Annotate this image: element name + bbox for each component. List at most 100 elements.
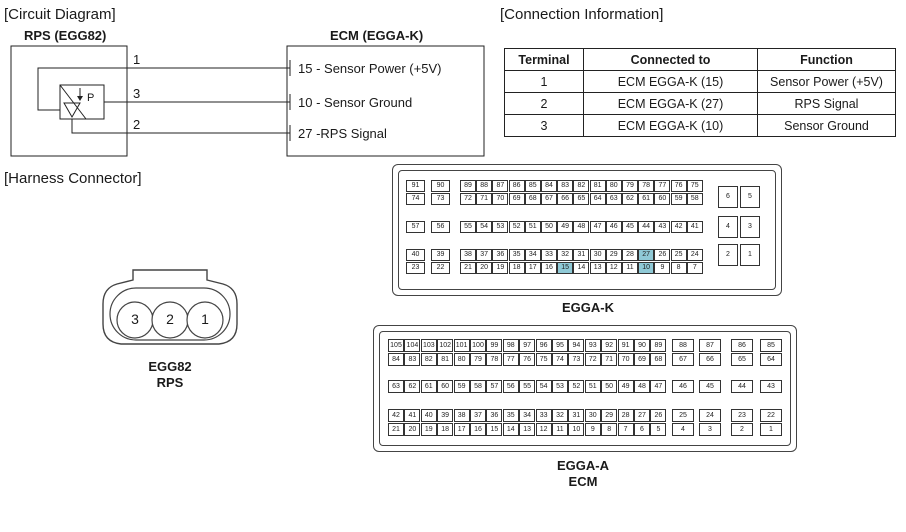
pin-cell: 84 bbox=[541, 180, 557, 192]
pin-cell: 62 bbox=[404, 380, 421, 393]
table-cell: ECM EGGA-K (15) bbox=[583, 70, 758, 93]
pin-cell: 14 bbox=[573, 262, 590, 274]
pin-cell: 68 bbox=[650, 353, 667, 366]
pin-cell: 19 bbox=[492, 262, 509, 274]
pin-cell: 9 bbox=[584, 423, 601, 436]
table-cell: Sensor Power (+5V) bbox=[757, 70, 896, 93]
table-row: 3 ECM EGGA-K (10) Sensor Ground bbox=[504, 114, 896, 137]
pin-cell: 79 bbox=[622, 180, 638, 192]
pin-cell: 51 bbox=[524, 221, 541, 233]
pin-cell: 58 bbox=[470, 380, 486, 393]
pin-cell: 87 bbox=[699, 339, 721, 352]
sensor-box bbox=[10, 45, 128, 157]
pin-cell: 17 bbox=[453, 423, 470, 436]
pin-cell: 77 bbox=[502, 353, 519, 366]
pin-cell: 10 bbox=[568, 423, 585, 436]
pin-cell: 68 bbox=[524, 193, 541, 205]
pin-cell: 27 bbox=[634, 409, 650, 422]
sensor-triangle bbox=[63, 102, 81, 119]
circuit-diagram-heading: [Circuit Diagram] bbox=[4, 6, 116, 23]
pin-cell: 3 bbox=[699, 423, 721, 436]
pin-cell: 34 bbox=[524, 249, 541, 261]
table-cell: ECM EGGA-K (27) bbox=[583, 92, 758, 115]
pin-cell: 21 bbox=[388, 423, 404, 436]
pin-cell: 6 bbox=[634, 423, 650, 436]
pin-cell: 26 bbox=[650, 409, 667, 422]
pin-cell: 63 bbox=[605, 193, 622, 205]
pin-cell: 20 bbox=[476, 262, 493, 274]
pin-cell: 72 bbox=[460, 193, 476, 205]
pin-cell: 73 bbox=[431, 193, 450, 205]
pin-cell: 64 bbox=[760, 353, 782, 366]
pin-cell: 32 bbox=[557, 249, 574, 261]
pin-cell: 24 bbox=[686, 249, 703, 261]
pin-cell: 19 bbox=[420, 423, 437, 436]
connection-table: Terminal Connected to Function 1 ECM EGG… bbox=[504, 48, 896, 137]
pin-cell: 26 bbox=[654, 249, 671, 261]
pin-cell: 57 bbox=[406, 221, 425, 233]
pin-cell: 59 bbox=[670, 193, 687, 205]
pin-cell: 74 bbox=[406, 193, 425, 205]
pin-cell: 15 bbox=[557, 262, 574, 274]
pin-cell: 63 bbox=[388, 380, 404, 393]
pin-cell: 90 bbox=[634, 339, 650, 352]
pin-cell: 22 bbox=[760, 409, 782, 422]
pin-cell: 39 bbox=[431, 249, 450, 261]
pin-cell: 12 bbox=[535, 423, 552, 436]
pin-cell: 89 bbox=[460, 180, 476, 192]
pin-cell: 5 bbox=[740, 186, 760, 208]
pin-cell: 15 bbox=[486, 423, 503, 436]
pin-cell: 3 bbox=[740, 216, 760, 238]
pin-cell: 32 bbox=[552, 409, 568, 422]
pin-cell: 43 bbox=[760, 380, 782, 393]
rps-connector-label: EGG82 bbox=[148, 359, 192, 374]
pin-cell: 42 bbox=[388, 409, 404, 422]
pin-cell: 48 bbox=[634, 380, 650, 393]
pin-cell: 59 bbox=[453, 380, 470, 393]
pin-cell: 14 bbox=[502, 423, 519, 436]
pin-cell: 100 bbox=[470, 339, 486, 352]
pin-cell: 47 bbox=[589, 221, 606, 233]
pin-cell: 62 bbox=[622, 193, 638, 205]
pin-cell: 49 bbox=[557, 221, 574, 233]
pin-cell: 66 bbox=[557, 193, 574, 205]
pin-cell: 40 bbox=[420, 409, 437, 422]
pin-cell: 88 bbox=[672, 339, 694, 352]
table-row: 2 ECM EGGA-K (27) RPS Signal bbox=[504, 92, 896, 115]
pin-cell: 44 bbox=[731, 380, 753, 393]
pin-cell: 87 bbox=[492, 180, 509, 192]
pin-cell: 91 bbox=[617, 339, 634, 352]
pin-cell: 57 bbox=[486, 380, 503, 393]
rps-connector bbox=[102, 269, 238, 345]
table-row: 1 ECM EGGA-K (15) Sensor Power (+5V) bbox=[504, 70, 896, 93]
pin-cell: 17 bbox=[524, 262, 541, 274]
sensor-pin-2: 2 bbox=[133, 117, 141, 132]
pin-cell: 30 bbox=[584, 409, 601, 422]
pin-cell: 56 bbox=[431, 221, 450, 233]
table-cell: 2 bbox=[504, 92, 584, 115]
pin-cell: 28 bbox=[622, 249, 638, 261]
pin-cell: 94 bbox=[568, 339, 585, 352]
pin-cell: 34 bbox=[519, 409, 536, 422]
table-header: Connected to bbox=[583, 48, 758, 71]
harness-connector-heading: [Harness Connector] bbox=[4, 170, 142, 187]
pin-cell: 81 bbox=[437, 353, 454, 366]
table-header: Function bbox=[757, 48, 896, 71]
pin-cell: 43 bbox=[654, 221, 671, 233]
table-header: Terminal bbox=[504, 48, 584, 71]
pin-cell: 37 bbox=[470, 409, 486, 422]
pin-cell: 103 bbox=[420, 339, 437, 352]
pin-cell: 76 bbox=[519, 353, 536, 366]
pin-cell: 1 bbox=[760, 423, 782, 436]
pin-cell: 52 bbox=[508, 221, 525, 233]
pin-cell: 78 bbox=[638, 180, 655, 192]
pin-cell: 16 bbox=[541, 262, 557, 274]
pin-cell: 21 bbox=[460, 262, 476, 274]
pin-cell: 33 bbox=[541, 249, 557, 261]
pin-cell: 83 bbox=[557, 180, 574, 192]
rps-pin-2: 2 bbox=[166, 311, 174, 327]
pin-cell: 45 bbox=[622, 221, 638, 233]
pin-cell: 25 bbox=[670, 249, 687, 261]
pin-cell: 85 bbox=[524, 180, 541, 192]
pin-cell: 16 bbox=[470, 423, 486, 436]
